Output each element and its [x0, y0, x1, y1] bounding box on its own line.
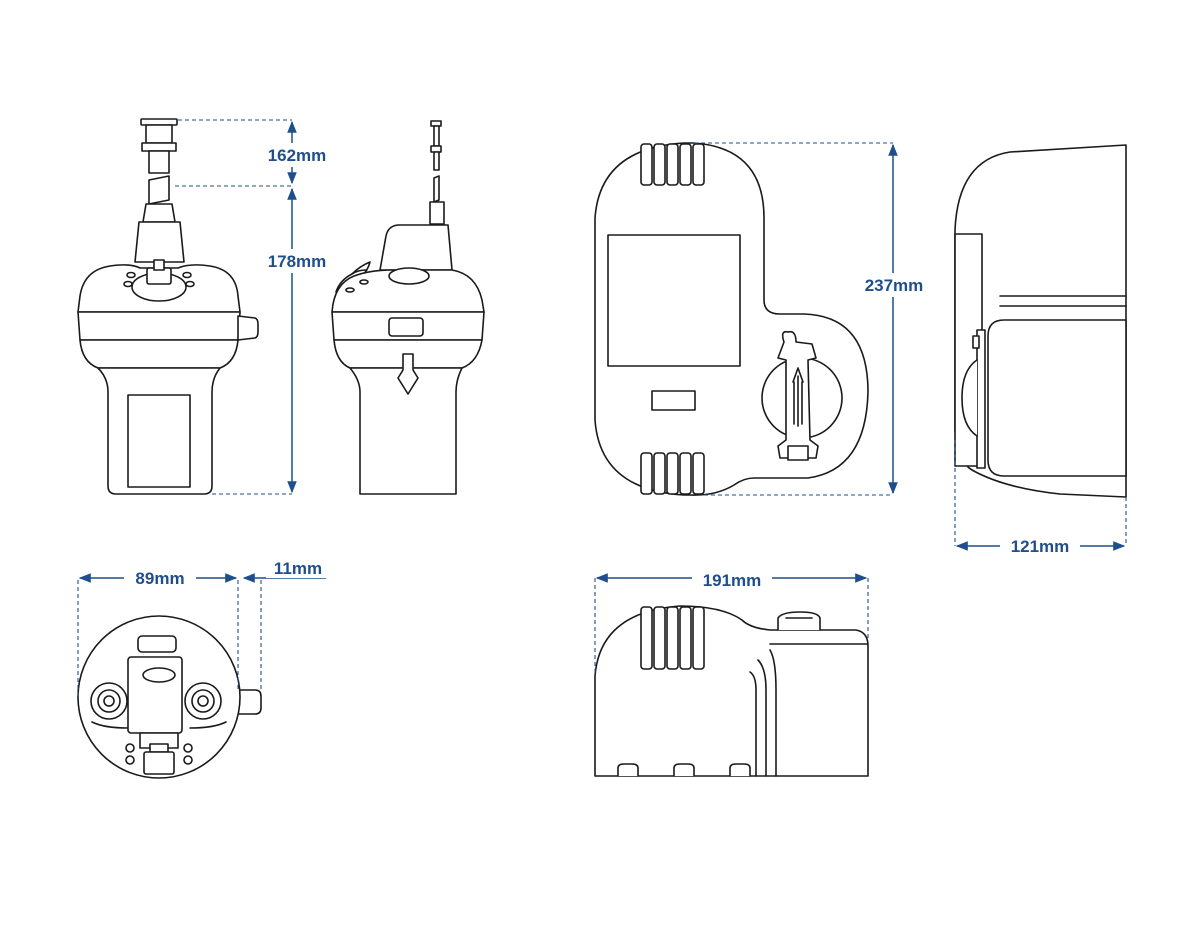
bracket-top-view [594, 605, 869, 777]
beacon-front-view [77, 118, 259, 495]
width-label: 89mm [135, 569, 184, 588]
bracket-depth-dimension: 121mm [954, 440, 1127, 558]
tab-depth-label: 11mm [274, 559, 322, 578]
bracket-width-label: 191mm [703, 571, 762, 590]
bracket-height-dimension: 237mm [694, 142, 932, 496]
top-view-dimensions: 89mm 11mm [77, 556, 330, 696]
front-view-dimensions: 162mm 178mm [175, 119, 338, 495]
beacon-top-view [77, 615, 262, 779]
body-height-label: 178mm [268, 252, 327, 271]
bracket-front-view [594, 142, 869, 496]
bracket-depth-label: 121mm [1011, 537, 1070, 556]
bracket-height-label: 237mm [865, 276, 924, 295]
bracket-side-view [954, 144, 1127, 498]
antenna-height-label: 162mm [268, 146, 327, 165]
beacon-side-view [331, 120, 485, 495]
bracket-width-dimension: 191mm [594, 566, 869, 676]
